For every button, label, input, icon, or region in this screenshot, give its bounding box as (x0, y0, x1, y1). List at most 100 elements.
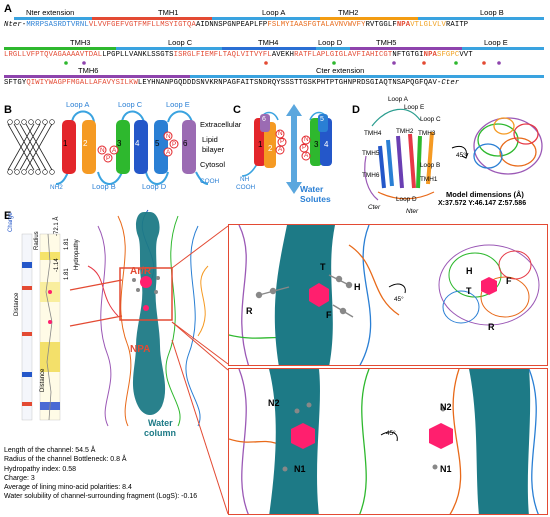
stat-polarity: Average of lining mino-acid polarities: … (4, 484, 132, 492)
npa-rotation: 45° (386, 430, 396, 437)
arr-right-f: F (506, 276, 512, 286)
d-cter: Cter (368, 204, 381, 211)
label-loop-b: Loop B (480, 8, 504, 17)
arr-res-f: F (326, 310, 332, 320)
c-solutes: Solutes (300, 194, 331, 204)
npa-right-n1: N1 (440, 464, 452, 474)
row2-markers (64, 61, 501, 65)
seq-loop-e: NFTGTGI (392, 51, 424, 59)
seq-tail-orange: SFGPC (437, 51, 460, 59)
arr-right-t: T (466, 286, 472, 296)
npa-res-n2: N2 (268, 398, 280, 408)
d-tmh3: TMH3 (418, 130, 436, 137)
label-loop-a: Loop A (262, 8, 286, 17)
b-helix-num-6: 6 (183, 139, 188, 148)
b-extracellular: Extracellular (200, 120, 242, 129)
row3-sequence: SFTGYQIWIYWAGPFMGALLAFAVYSILKWLEYHNANPGQ… (4, 79, 459, 87)
panel-d-3d-model (364, 108, 543, 201)
arr-res-r: R (246, 306, 253, 316)
b-helix-num-2: 2 (83, 139, 88, 148)
seq-tail: RAITP (445, 21, 469, 29)
b-loop-b: Loop B (92, 182, 116, 191)
seq-nter: MRRPSASRDTVRNL (26, 21, 89, 29)
c-helix-2: 2 (268, 144, 273, 153)
nter-prefix: Nter- (4, 21, 27, 29)
row2-sequence: LRGLLVFPTQVAGAAAAVTDALLPGPLLVANKLSSGTSIS… (4, 51, 473, 59)
seq-tmh1: VLVVFGEFVGTFMFLLMSYIGTQA (88, 21, 196, 29)
c-bead-n2: N (304, 136, 309, 143)
arr-right-h: H (466, 266, 473, 276)
seq-tmh2: FSLMYIAASFGTALAVNVWVFY (267, 21, 366, 29)
b-bead-p1: P (106, 155, 111, 162)
npa-zoom-panel (228, 368, 548, 515)
panel-label-a: A (4, 3, 12, 15)
d-model-dims: X:37.572 Y:46.147 Z:57.586 (438, 200, 527, 207)
ar-r-zoom-view (229, 225, 540, 365)
helix-4 (134, 120, 148, 174)
label-tmh1: TMH1 (158, 8, 179, 17)
label-loop-e: Loop E (484, 38, 508, 47)
c-cooh: COOH (236, 184, 256, 191)
cter-suffix: -Cter (436, 79, 460, 87)
b-loop-a: Loop A (66, 100, 90, 109)
seq-orange: VTLGLVLV (410, 21, 446, 29)
b-loop-e: Loop E (166, 100, 190, 109)
label-tmh3: TMH3 (70, 38, 91, 47)
npa-res-n1: N1 (294, 464, 306, 474)
stat-length: Length of the channel: 54.5 Å (4, 447, 96, 454)
d-model-title: Model dimensions (Å) (446, 190, 524, 199)
row2-segment-bar (4, 47, 544, 50)
label-tmh5: TMH5 (376, 38, 397, 47)
seq-tmh4: ISRGLFIEMFLTAQLVITVYFL (173, 51, 272, 59)
channel-structure-view (87, 209, 209, 427)
label-loop-c: Loop C (168, 38, 193, 47)
c-helix-6: 6 (262, 116, 266, 123)
b-cooh: COOH (200, 178, 220, 185)
panel-label-e: E (4, 210, 12, 222)
d-loop-e: Loop E (404, 104, 425, 111)
e-column-label: column (144, 428, 177, 438)
b-loop-c: Loop C (118, 100, 143, 109)
helix-3 (116, 120, 130, 174)
stat-charge: Charge: 3 (4, 474, 35, 482)
water-arrow (286, 104, 302, 194)
npa-right-n2: N2 (440, 402, 452, 412)
c-bead-p1: P (280, 138, 285, 145)
d-loop-a: Loop A (388, 96, 408, 103)
arr-res-h: H (354, 282, 361, 292)
c-bead-a2: A (304, 152, 309, 159)
b-bead-n2: N (166, 133, 171, 140)
c-bead-a1: A (278, 146, 283, 153)
arr-right-r: R (488, 322, 495, 332)
seq-cter: LEYHNANPGQDDDSNVKRNPAGFAITSNDRQYSSSTTGSK… (137, 79, 437, 87)
c-helix-3: 3 (314, 140, 319, 149)
ar-r-zoom-panel (228, 224, 548, 366)
c-helix-4: 4 (324, 140, 329, 149)
helix-6 (182, 120, 196, 174)
d-loop-b: Loop B (420, 162, 441, 169)
arr-res-t: T (320, 262, 326, 272)
seq-loop-a: AIDNNSPGNPEAPLFP (195, 21, 268, 29)
panel-label-c: C (233, 104, 241, 116)
row1-segment-bar (14, 17, 544, 20)
b-loop-d: Loop D (142, 182, 167, 191)
seq-tmh5: RATFLAPLGIGLAVFIAHICGT (294, 51, 393, 59)
e-ar-r-label: Ar/R (130, 266, 152, 277)
row1-sequence: Nter-MRRPSASRDTVRNLVLVVFGEFVGTFMFLLMSYIG… (4, 21, 468, 29)
c-bead-p2: P (302, 144, 307, 151)
b-bead-a1: A (112, 147, 117, 154)
channel-stats: Length of the channel: 54.5 Å Radius of … (4, 446, 197, 502)
c-bead-n1: N (278, 130, 283, 137)
npa-zoom-view (229, 369, 539, 514)
seq-loop-d: AVEKH (271, 51, 295, 59)
b-bead-n1: N (100, 147, 105, 154)
b-cytosol: Cytosol (200, 160, 226, 169)
b-helix-num-5: 5 (155, 139, 160, 148)
b-lipid: Lipid (202, 135, 218, 144)
helix-1 (62, 120, 76, 174)
stat-radius: Radius of the channel Bottleneck: 0.8 Å (4, 456, 127, 464)
stat-hydropathy: Hydropathy index: 0.58 (4, 465, 76, 473)
panel-b-topology-diagram (7, 110, 209, 185)
c-helix-5: 5 (320, 116, 324, 123)
